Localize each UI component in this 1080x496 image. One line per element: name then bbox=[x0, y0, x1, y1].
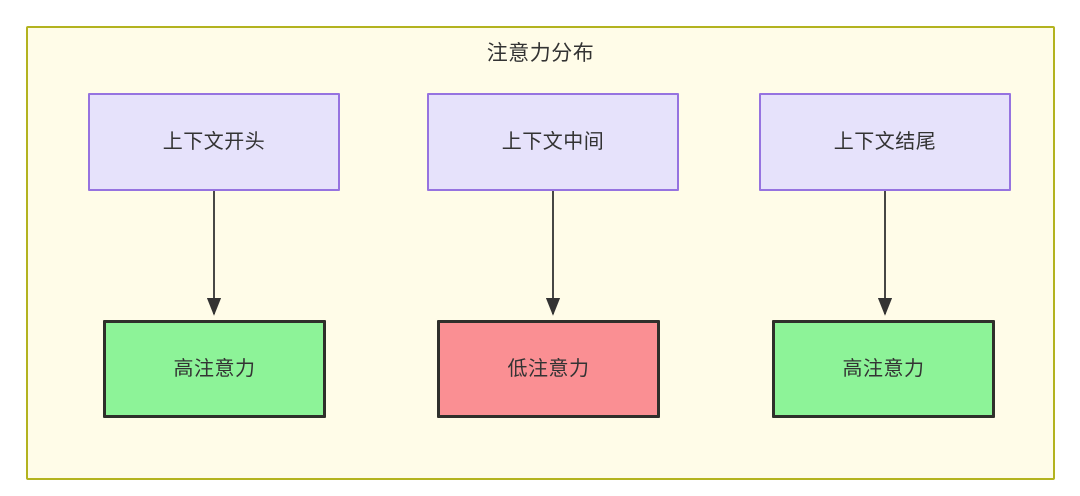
node-context-middle[interactable]: 上下文中间 bbox=[427, 93, 679, 191]
node-context-middle-label: 上下文中间 bbox=[501, 131, 605, 153]
node-attention-end-label: 高注意力 bbox=[842, 358, 925, 380]
node-context-start-label: 上下文开头 bbox=[162, 131, 266, 153]
diagram-title: 注意力分布 bbox=[486, 42, 595, 65]
node-context-start[interactable]: 上下文开头 bbox=[88, 93, 340, 191]
node-context-end-label: 上下文结尾 bbox=[833, 131, 937, 153]
node-attention-start[interactable]: 高注意力 bbox=[103, 320, 326, 418]
node-attention-middle-label: 低注意力 bbox=[507, 358, 590, 380]
node-attention-end[interactable]: 高注意力 bbox=[772, 320, 995, 418]
node-attention-start-label: 高注意力 bbox=[173, 358, 256, 380]
node-attention-middle[interactable]: 低注意力 bbox=[437, 320, 660, 418]
node-context-end[interactable]: 上下文结尾 bbox=[759, 93, 1011, 191]
